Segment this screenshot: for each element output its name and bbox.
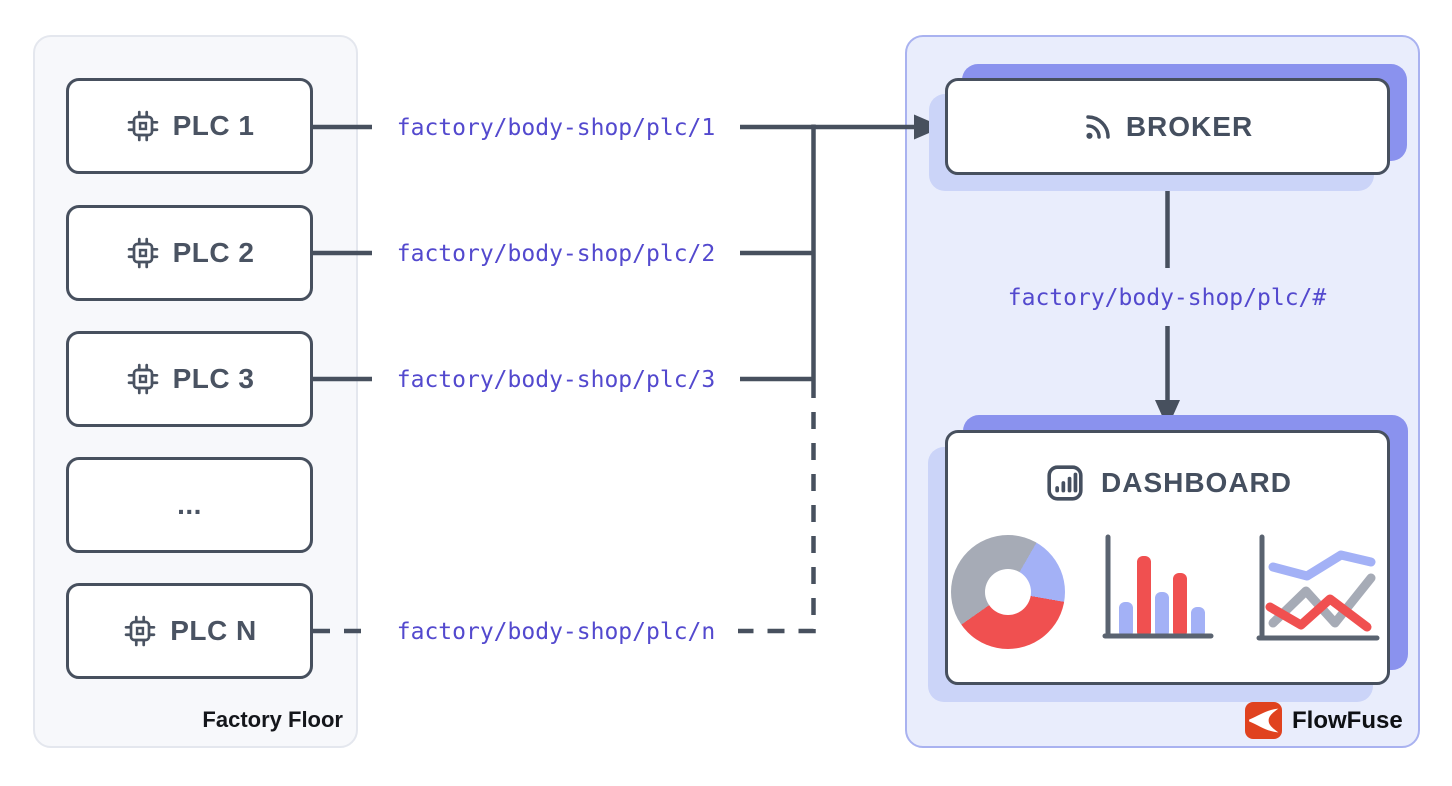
chip-icon	[127, 363, 158, 395]
line-chart	[1256, 534, 1379, 641]
dashboard-label: DASHBOARD	[1101, 467, 1292, 498]
plc-label: PLC 2	[172, 237, 255, 268]
bar-chart-icon	[1047, 465, 1083, 501]
chip-icon	[127, 237, 158, 269]
brand-name: FlowFuse	[1292, 706, 1403, 734]
plc-ellipsis-node: ...	[66, 457, 313, 553]
dashboard-charts	[950, 531, 1385, 653]
topic-plc-3: factory/body-shop/plc/3	[396, 367, 716, 393]
chip-icon	[127, 110, 158, 142]
flowfuse-logo-icon	[1245, 702, 1282, 739]
plc-n-node: PLC N	[66, 583, 313, 679]
plc-2-node: PLC 2	[66, 205, 313, 301]
trunk-line-dashed	[738, 381, 816, 634]
topic-plc-n: factory/body-shop/plc/n	[396, 619, 716, 645]
plc-1-node: PLC 1	[66, 78, 313, 174]
broker-label: BROKER	[1125, 110, 1254, 142]
broadcast-rss-icon	[1086, 114, 1110, 139]
plc-label: PLC 3	[172, 363, 255, 394]
topic-plc-2: factory/body-shop/plc/2	[396, 241, 716, 267]
ellipsis-label: ...	[177, 489, 202, 520]
broker-node: BROKER	[945, 78, 1390, 175]
plc-3-node: PLC 3	[66, 331, 313, 427]
donut-chart	[950, 535, 1065, 649]
topic-broker-subscription: factory/body-shop/plc/#	[1007, 285, 1327, 311]
flowfuse-brand: FlowFuse	[1245, 702, 1403, 739]
factory-floor-label: Factory Floor	[202, 707, 343, 732]
chip-icon	[124, 615, 156, 647]
dashboard-header: DASHBOARD	[1043, 461, 1292, 505]
plc-label: PLC N	[170, 615, 257, 646]
dashboard-node: DASHBOARD	[945, 430, 1390, 685]
topic-plc-1: factory/body-shop/plc/1	[396, 115, 716, 141]
plc-label: PLC 1	[172, 110, 255, 141]
bar-chart	[1102, 534, 1213, 639]
